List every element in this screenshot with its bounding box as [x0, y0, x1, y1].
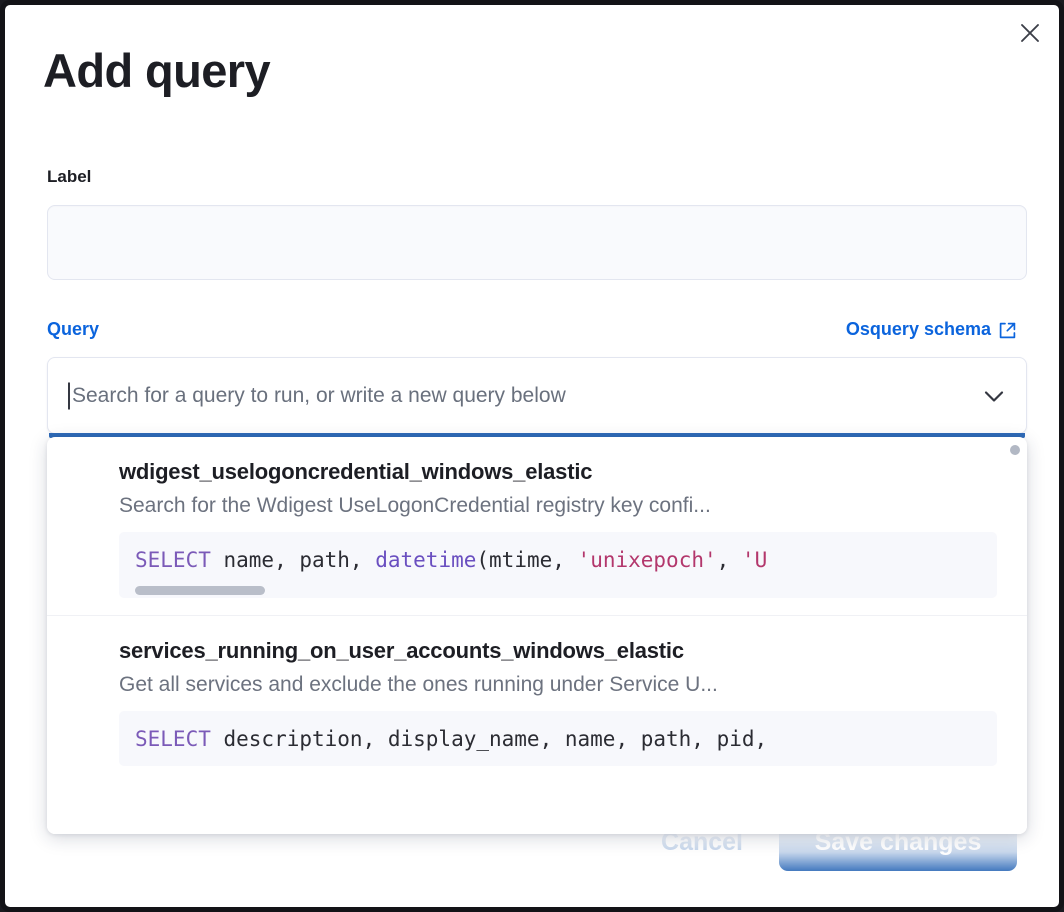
close-icon[interactable]	[1013, 16, 1047, 50]
query-option-code-block: SELECT description, display_name, name, …	[119, 711, 997, 766]
osquery-schema-link[interactable]: Osquery schema	[846, 319, 1017, 340]
code-horizontal-scrollbar[interactable]	[119, 574, 997, 598]
query-options-popover: wdigest_uselogoncredential_windows_elast…	[47, 437, 1027, 834]
modal-bottom-padding	[10, 871, 1054, 907]
query-option-title: services_running_on_user_accounts_window…	[119, 638, 684, 664]
query-option-description: Get all services and exclude the ones ru…	[119, 673, 718, 697]
popover-scrollbar-thumb[interactable]	[1010, 445, 1020, 455]
combobox-focus-bar	[49, 433, 1025, 438]
query-option-code-block: SELECT name, path, datetime(mtime, 'unix…	[119, 532, 997, 599]
code-scrollbar-thumb[interactable]	[135, 586, 265, 596]
label-field-label: Label	[47, 167, 92, 186]
query-option-title: wdigest_uselogoncredential_windows_elast…	[119, 459, 593, 484]
label-input[interactable]	[47, 205, 1027, 280]
chevron-down-icon[interactable]	[980, 382, 1008, 410]
query-option-code: SELECT name, path, datetime(mtime, 'unix…	[135, 548, 768, 572]
query-search-combobox[interactable]: Search for a query to run, or write a ne…	[47, 357, 1027, 434]
query-search-input[interactable]: Search for a query to run, or write a ne…	[72, 383, 566, 407]
query-section-label[interactable]: Query	[47, 319, 100, 339]
list-item[interactable]: wdigest_uselogoncredential_windows_elast…	[47, 437, 1027, 599]
query-option-code: SELECT description, display_name, name, …	[135, 727, 768, 752]
page-title: Add query	[43, 44, 271, 97]
text-cursor	[68, 382, 70, 409]
osquery-schema-link-label: Osquery schema	[845, 319, 991, 339]
query-options-list: wdigest_uselogoncredential_windows_elast…	[47, 437, 1027, 834]
external-link-icon	[998, 320, 1017, 340]
list-item[interactable]: services_running_on_user_accounts_window…	[47, 615, 1027, 766]
query-option-description: Search for the Wdigest UseLogonCredentia…	[119, 494, 711, 517]
